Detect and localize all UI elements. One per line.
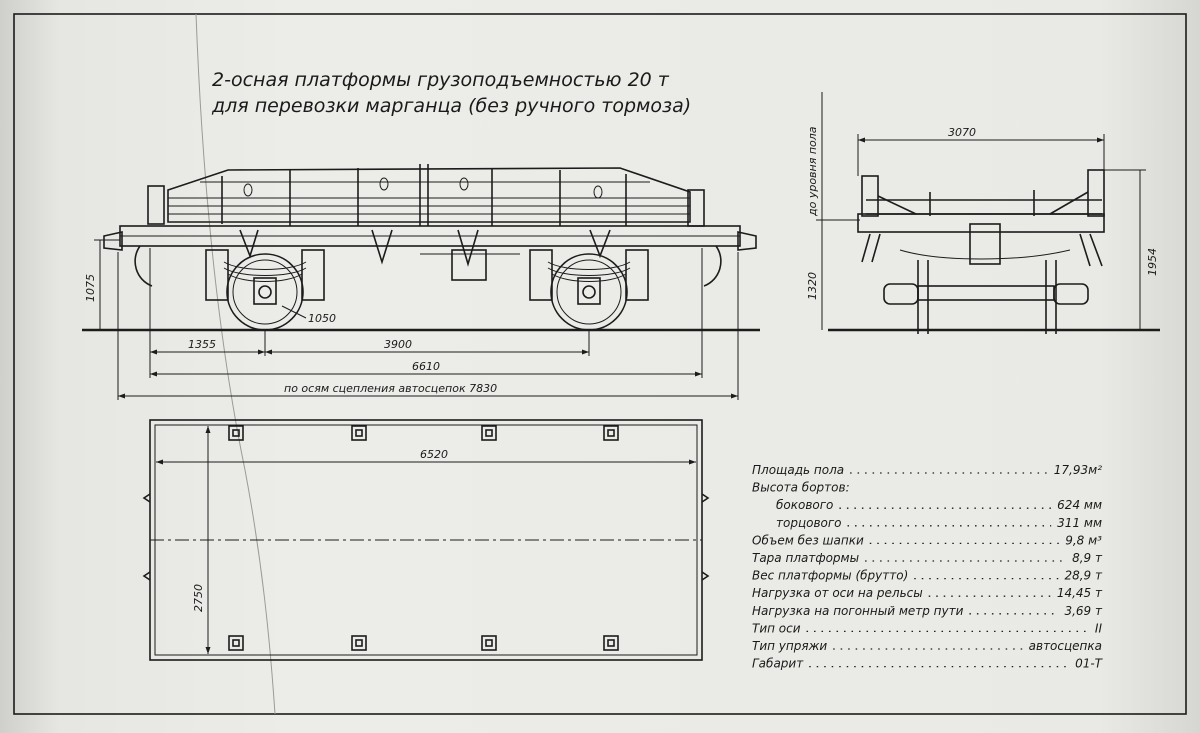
spec-label: торцового [776,516,842,530]
spec-label: Нагрузка на погонный метр пути [752,604,964,618]
spec-row: Нагрузка на погонный метр пути 3,69 т [752,604,1103,618]
spec-value: 311 мм [1057,516,1102,530]
spec-row: Тип оси II [752,621,1102,635]
spec-row: Площадь пола 17,93м² [752,463,1102,477]
dim-coupler-length: по осям сцепления автосцепок 7830 [284,382,497,395]
specs-table: Площадь пола 17,93м² Высота бортов: боковог… [752,463,1104,671]
spec-row: Тара платформы 8,9 т [752,551,1103,565]
spec-row: Объем без шапки 9,8 м³ [752,533,1102,547]
spec-value: 17,93м² [1054,463,1102,477]
spec-label: Высота бортов: [752,481,850,495]
spec-value: автосцепка [1029,639,1102,653]
spec-value: II [1095,621,1103,635]
spec-label: Нагрузка от оси на рельсы [752,586,923,600]
dim-frame-height: 1075 [84,274,97,302]
spec-value: 14,45 т [1057,586,1103,600]
sheet-frame [13,13,1187,715]
spec-label: Вес платформы (брутто) [752,569,908,583]
spec-label: Тип оси [752,621,801,635]
dim-plan-width: 2750 [192,584,205,612]
paper-crease [195,13,276,715]
dim-end-width: 3070 [948,126,976,139]
dim-1355: 1355 [188,338,216,351]
spec-row: торцового 311 мм [776,516,1102,530]
plan-view: 6520 2750 [142,419,710,661]
spec-label: Тара платформы [752,551,859,565]
title-line1: 2-осная платформы грузоподъемностью 20 т [212,69,670,91]
spec-label: бокового [776,498,833,512]
dim-frame-length: 6610 [412,360,440,373]
spec-row: Габарит 01-Т [752,657,1104,671]
spec-value: 01-Т [1075,657,1104,671]
spec-value: 8,9 т [1072,551,1103,565]
spec-row: Высота бортов: [752,481,850,495]
dim-plan-length: 6520 [420,448,448,461]
spec-row: Тип упряжи автосцепка [752,639,1102,653]
spec-row: бокового 624 мм [776,498,1102,512]
wheel-left [226,253,304,331]
spec-label: Габарит [752,657,804,671]
dim-1320: 1320 [806,272,819,300]
dim-1954: 1954 [1146,248,1159,276]
spec-label: Тип упряжи [752,639,827,653]
spec-label: Площадь пола [752,463,844,477]
title-line2: для перевозки марганца (без ручного торм… [211,95,691,117]
label-floor-level: до уровня пола [806,126,819,217]
spec-value: 9,8 м³ [1065,533,1102,547]
dim-wheel-diameter: 1050 [308,312,336,325]
spec-label: Объем без шапки [752,533,864,547]
spec-row: Нагрузка от оси на рельсы 14,45 т [752,586,1103,600]
spring-left [223,261,307,282]
spec-value: 3,69 т [1064,604,1103,618]
spec-row: Вес платформы (брутто) 28,9 т [752,569,1103,583]
spring-right [547,261,631,282]
side-view: 1050 1075 1355 3900 6610 по осям сцеплен… [82,164,760,400]
end-view: 3070 1320 до уровня пола 1954 [806,92,1160,334]
side-board [167,167,691,223]
spec-value: 624 мм [1057,498,1102,512]
wheel-right [550,253,628,331]
spec-value: 28,9 т [1064,569,1103,583]
dim-base: 3900 [384,338,412,351]
